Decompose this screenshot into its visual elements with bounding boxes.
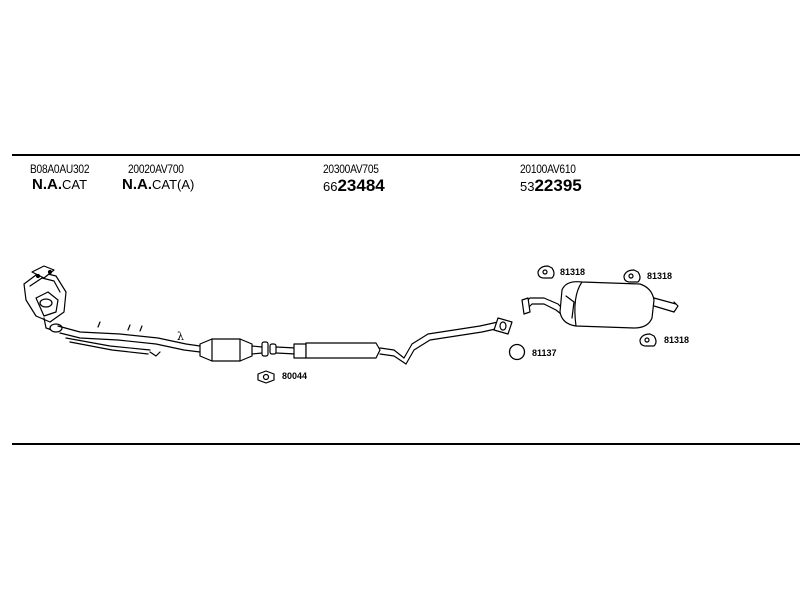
variant-suffix-2: CAT(A) <box>152 177 195 192</box>
variant-prefix-2: N.A. <box>122 176 152 193</box>
gasket-icon <box>257 370 275 384</box>
hanger-part-number-bottom-right: 81318 <box>664 335 690 345</box>
front-pipe <box>49 321 201 357</box>
reference-main-3: 23484 <box>337 176 385 195</box>
gasket-part-number: 80044 <box>282 371 308 381</box>
variant-label-2: N.A.CAT(A) <box>122 177 194 193</box>
reference-prefix-3: 66 <box>323 179 338 194</box>
rubber-hanger-icon <box>537 265 555 279</box>
ring-part-number: 81137 <box>532 348 557 358</box>
reference-number-3: 6623484 <box>323 177 385 195</box>
reference-number-4: 5322395 <box>520 177 582 195</box>
top-divider-line <box>12 154 800 156</box>
reference-main-4: 22395 <box>534 176 582 195</box>
part-code-4: 20100AV610 <box>520 162 576 176</box>
rear-muffler <box>521 281 679 329</box>
center-resonator <box>275 321 501 365</box>
bottom-divider-line <box>12 443 800 445</box>
part-code-3: 20300AV705 <box>323 162 379 176</box>
rubber-hanger-icon <box>623 269 641 283</box>
sealing-ring-icon <box>508 343 526 361</box>
variant-suffix-1: CAT <box>62 177 88 192</box>
reference-prefix-4: 53 <box>520 179 535 194</box>
rubber-hanger-icon <box>639 333 657 347</box>
part-code-1: B08A0AU302 <box>30 162 90 176</box>
part-code-2: 20020AV700 <box>128 162 184 176</box>
variant-label-1: N.A.CAT <box>32 177 87 193</box>
pipe-clamps <box>261 341 277 357</box>
hanger-part-number-top-left: 81318 <box>560 267 586 277</box>
variant-prefix-1: N.A. <box>32 176 62 193</box>
catalytic-converter <box>23 265 67 331</box>
mid-pipe-flange <box>493 317 513 335</box>
lambda-sensor-symbol: λ <box>177 330 184 343</box>
hanger-part-number-top-right: 81318 <box>647 271 673 281</box>
secondary-catalyst <box>199 338 263 362</box>
